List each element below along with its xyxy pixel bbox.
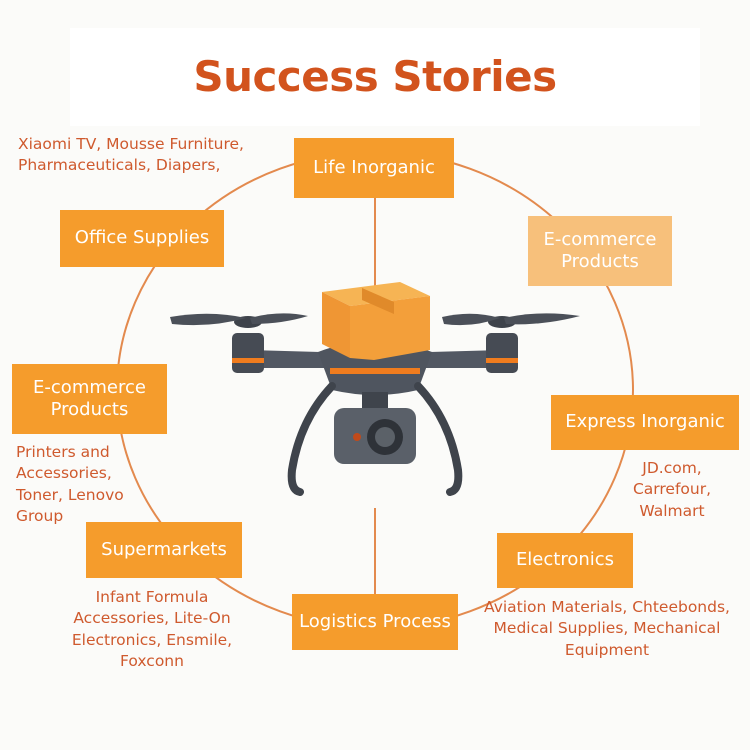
node-electronics: Electronics bbox=[497, 533, 633, 588]
camera-icon bbox=[334, 408, 416, 464]
node-office-supplies: Office Supplies bbox=[60, 210, 224, 267]
node-express-inorganic: Express Inorganic bbox=[551, 395, 739, 450]
node-ecommerce-products-right: E-commerce Products bbox=[528, 216, 672, 286]
note-top-left: Xiaomi TV, Mousse Furniture, Pharmaceuti… bbox=[18, 135, 244, 175]
node-logistics-process: Logistics Process bbox=[292, 594, 458, 650]
node-ecommerce-products-left: E-commerce Products bbox=[12, 364, 167, 434]
node-supermarkets: Supermarkets bbox=[86, 522, 242, 578]
note-right-middle: JD.com, Carrefour, Walmart bbox=[632, 459, 712, 520]
note-left-middle: Printers and Accessories, Toner, Lenovo … bbox=[16, 443, 124, 526]
node-life-inorganic: Life Inorganic bbox=[294, 138, 454, 198]
page-title: Success Stories bbox=[193, 52, 557, 101]
note-bottom-left: Infant Formula Accessories, Lite-On Elec… bbox=[71, 588, 233, 671]
note-bottom-right: Aviation Materials, Chteebonds, Medical … bbox=[484, 598, 730, 659]
package-icon bbox=[322, 282, 430, 360]
title-band bbox=[70, 28, 700, 126]
